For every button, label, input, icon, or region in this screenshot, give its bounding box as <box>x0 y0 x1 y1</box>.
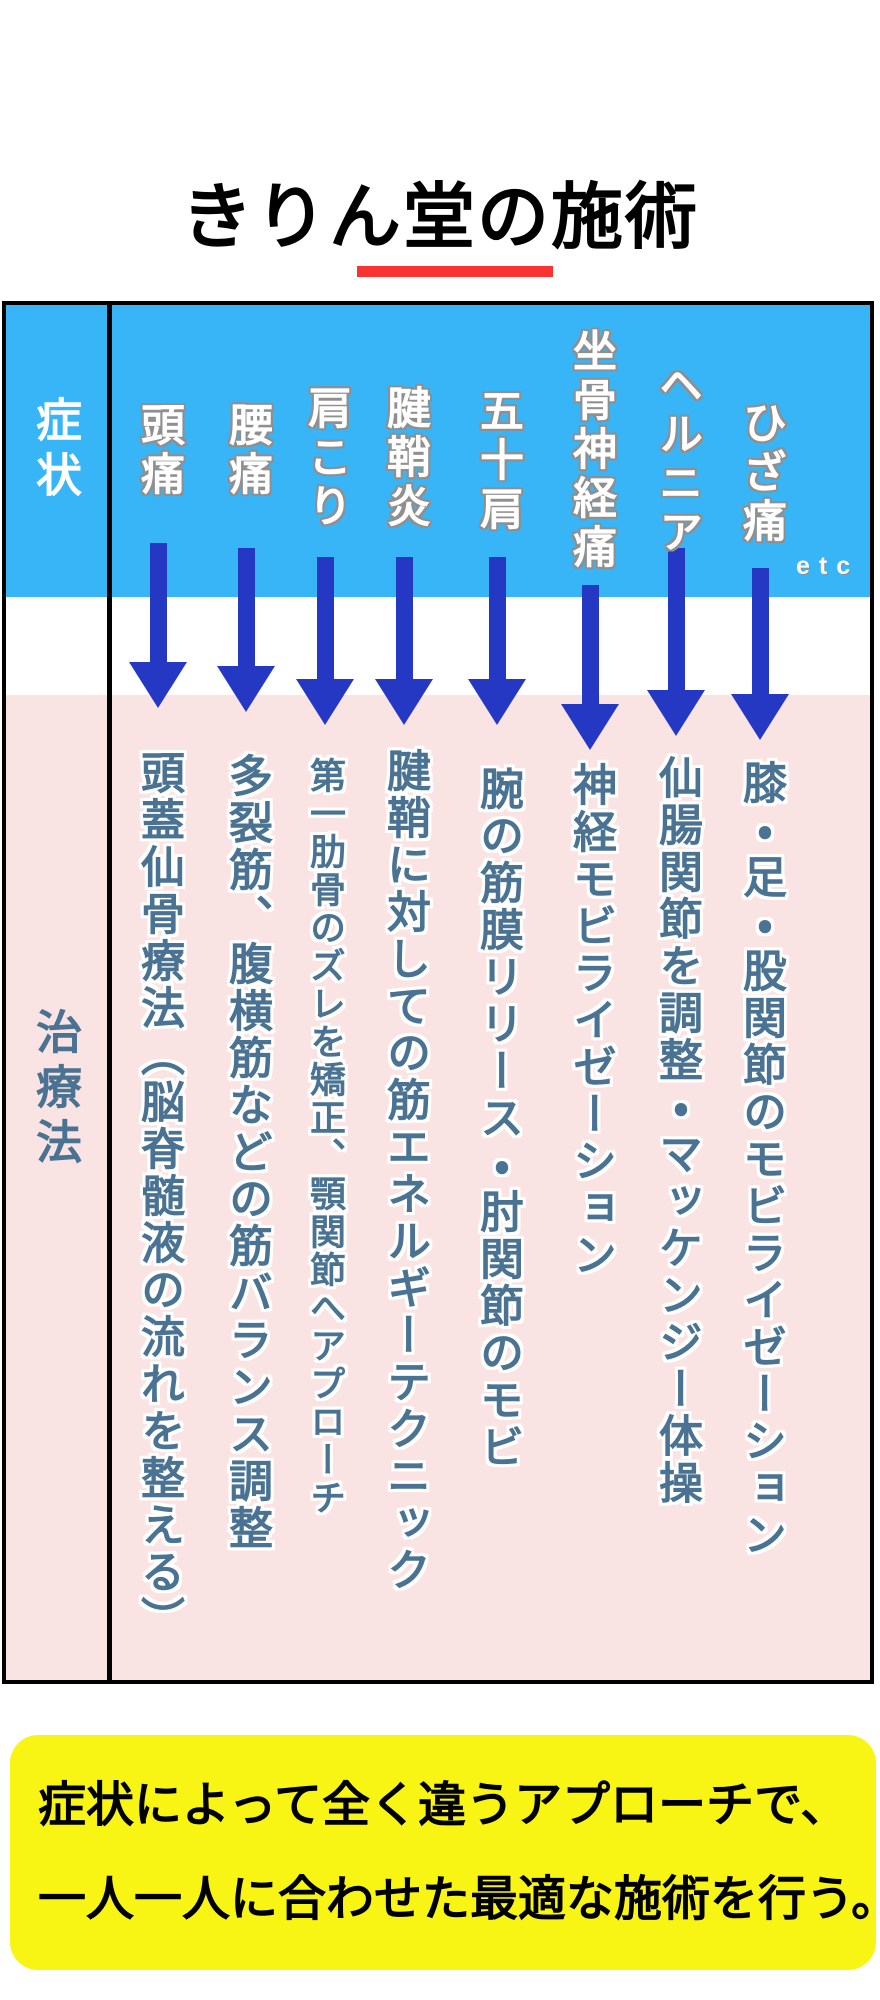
arrow-head-icon <box>296 679 354 725</box>
banner-line-2: 一人一人に合わせた最適な施術を行う。 <box>38 1872 880 1926</box>
flow-arrow <box>129 543 187 708</box>
arrow-shaft <box>395 557 413 679</box>
symptom-label: 頭痛 <box>134 402 183 500</box>
treatment-label: 膝・足・股関節のモビライゼーション <box>736 760 785 1559</box>
symptom-label: 腰痛 <box>222 402 271 500</box>
symptom-label: 坐骨神経痛 <box>566 328 615 573</box>
flow-arrow <box>375 557 433 725</box>
treatment-label: 仙腸関節を調整・マッケンジー体操 <box>652 755 701 1507</box>
arrow-head-icon <box>129 662 187 708</box>
arrow-head-icon <box>731 694 789 740</box>
treatments-band <box>6 695 870 1680</box>
treatment-label: 神経モビライゼーション <box>566 762 615 1279</box>
symptom-label: 五十肩 <box>473 388 522 535</box>
arrow-shaft <box>667 548 685 690</box>
arrow-head-icon <box>647 690 705 736</box>
treatment-label: 頭蓋仙骨療法（脳脊髄液の流れを整える） <box>134 750 183 1643</box>
arrow-shaft <box>316 557 334 679</box>
treatment-label: 第一肋骨のズレを矯正、顎関節へアプローチ <box>305 757 346 1517</box>
arrow-head-icon <box>468 679 526 725</box>
symptom-label: ヘルニア <box>652 362 701 558</box>
flow-arrow <box>561 585 619 750</box>
symptom-label: ひざ痛 <box>736 400 785 547</box>
arrow-shaft <box>581 585 599 704</box>
page-title: きりん堂の施術 <box>180 178 699 258</box>
flow-arrow <box>647 548 705 736</box>
arrow-shaft <box>237 548 255 666</box>
row-header-symptoms: 症状 <box>30 396 82 506</box>
treatment-label: 腕の筋膜リリース・肘関節のモビ <box>473 766 522 1471</box>
arrow-head-icon <box>561 704 619 750</box>
title-underline <box>357 266 553 277</box>
etc-label: etc <box>796 552 860 580</box>
treatment-table-frame <box>2 301 874 1684</box>
flow-arrow <box>468 557 526 725</box>
row-header-treatments: 治療法 <box>30 1008 82 1173</box>
summary-banner: 症状によって全く違うアプローチで、 一人一人に合わせた最適な施術を行う。 <box>10 1735 880 1970</box>
arrow-head-icon <box>217 666 275 712</box>
symptom-label: 腱鞘炎 <box>380 385 429 532</box>
flow-arrow <box>731 568 789 740</box>
flow-arrow <box>217 548 275 712</box>
arrow-head-icon <box>375 679 433 725</box>
arrow-shaft <box>149 543 167 662</box>
header-column-separator <box>107 305 112 1680</box>
treatment-label: 多裂筋、腹横筋などの筋バランス調整 <box>222 753 271 1552</box>
flow-arrow <box>296 557 354 725</box>
arrow-shaft <box>751 568 769 694</box>
symptom-label: 肩こり <box>301 385 350 532</box>
treatment-label: 腱鞘に対しての筋エネルギーテクニック <box>380 748 429 1594</box>
banner-line-1: 症状によって全く違うアプローチで、 <box>38 1778 849 1832</box>
arrow-shaft <box>488 557 506 679</box>
